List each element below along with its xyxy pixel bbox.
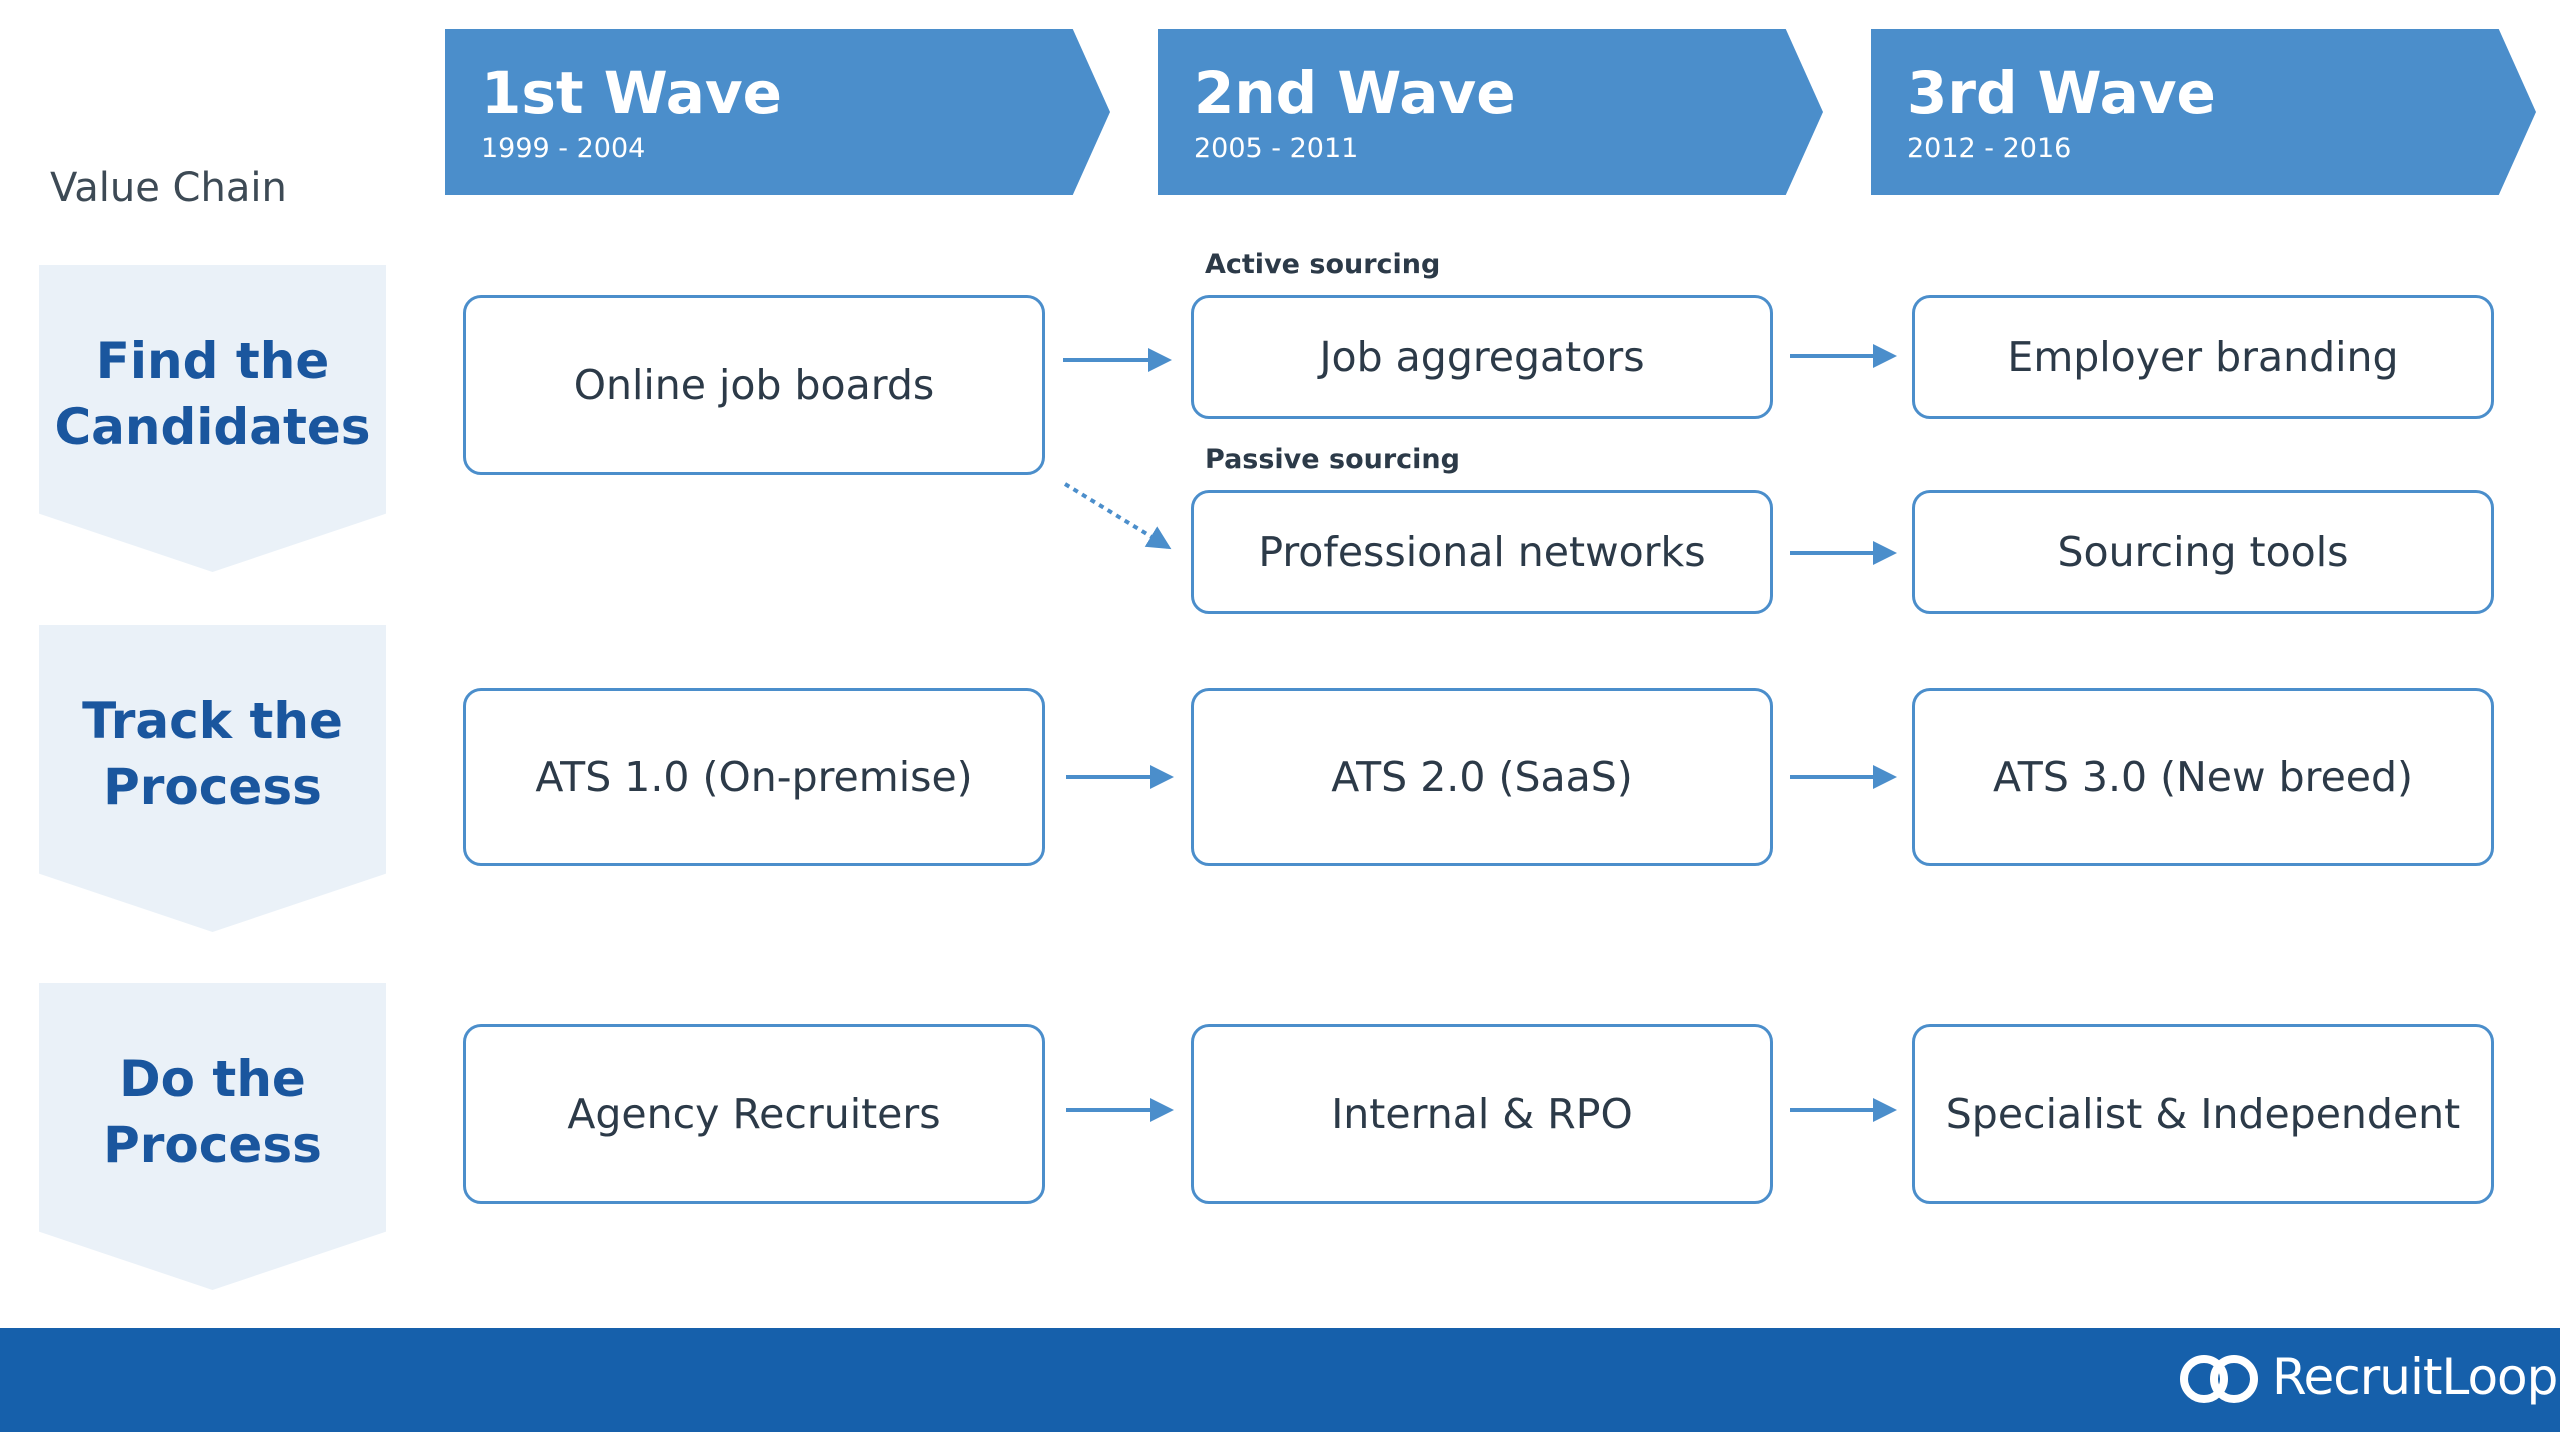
stage-line: Candidates [54,398,371,456]
wave-years: 2005 - 2011 [1194,133,1359,164]
stage-find-candidates: Find the Candidates [39,265,386,572]
brand-name: RecruitLoop [2272,1348,2558,1406]
box-sourcing-tools: Sourcing tools [1912,490,2494,614]
box-agency-recruiters: Agency Recruiters [463,1024,1045,1204]
stage-line: Process [103,758,322,816]
box-employer-branding: Employer branding [1912,295,2494,419]
passive-sourcing-label: Passive sourcing [1205,444,1460,475]
stage-do-process: Do the Process [39,983,386,1290]
box-ats-3: ATS 3.0 (New breed) [1912,688,2494,866]
stage-line: Track the [82,692,343,750]
box-professional-networks: Professional networks [1191,490,1773,614]
arrow-online-to-networks-dotted [1063,482,1172,550]
wave-header-1: 1st Wave 1999 - 2004 [445,29,1110,195]
box-ats-2: ATS 2.0 (SaaS) [1191,688,1773,866]
wave-title: 1st Wave [481,59,782,127]
wave-years: 2012 - 2016 [1907,133,2072,164]
stage-line: Find the [95,332,330,390]
wave-header-3: 3rd Wave 2012 - 2016 [1871,29,2536,195]
stage-line: Do the [119,1050,306,1108]
wave-years: 1999 - 2004 [481,133,646,164]
box-job-aggregators: Job aggregators [1191,295,1773,419]
box-ats-1: ATS 1.0 (On-premise) [463,688,1045,866]
box-online-job-boards: Online job boards [463,295,1045,475]
footer-bar: RecruitLoop [0,1328,2560,1432]
wave-header-2: 2nd Wave 2005 - 2011 [1158,29,1823,195]
active-sourcing-label: Active sourcing [1205,249,1441,280]
value-chain-label: Value Chain [50,165,287,211]
box-internal-rpo: Internal & RPO [1191,1024,1773,1204]
wave-title: 3rd Wave [1907,59,2216,127]
stage-track-process: Track the Process [39,625,386,932]
stage-line: Process [103,1116,322,1174]
wave-title: 2nd Wave [1194,59,1516,127]
recruitloop-logo-icon [2180,1355,2258,1403]
box-specialist-independent: Specialist & Independent [1912,1024,2494,1204]
